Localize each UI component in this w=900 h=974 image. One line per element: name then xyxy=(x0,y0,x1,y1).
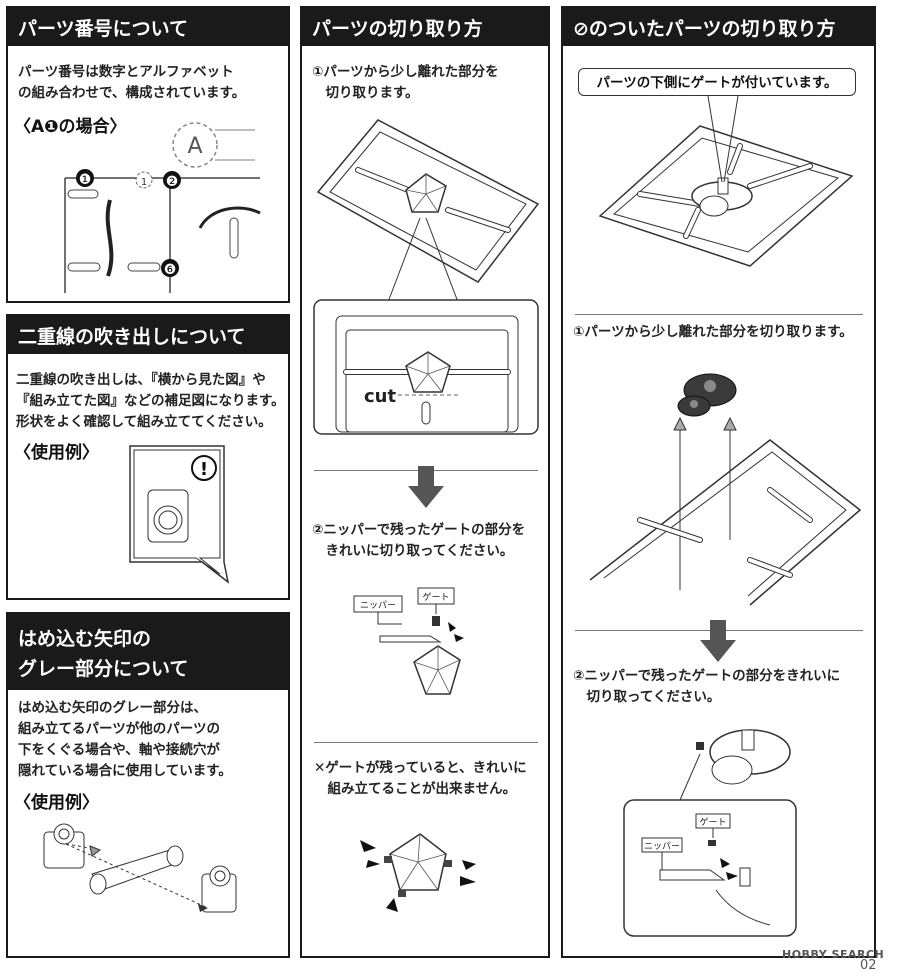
marked-nipper-figure: ゲート ニッパー xyxy=(623,729,797,937)
runner-letter-label: A xyxy=(187,134,202,159)
cut-divider-2 xyxy=(314,742,538,743)
double-line-bubble-figure: ! xyxy=(129,445,230,584)
gate-label: ゲート xyxy=(422,591,449,603)
down-arrow-2 xyxy=(700,620,736,662)
panel-gray-arrow: はめ込む矢印の グレー部分について xyxy=(6,612,290,958)
runner-num-2: ❷ xyxy=(166,174,179,190)
cut-step1-line1: ①パーツから少し離れた部分を xyxy=(312,64,499,80)
panel-how-to-cut-title: パーツの切り取り方 xyxy=(302,8,548,46)
gray-arrow-body-line4: 隠れている場合に使用しています。 xyxy=(18,763,232,779)
gate-underside-callout: パーツの下側にゲートが付いています。 xyxy=(578,68,856,96)
runner-cut-figure: cut xyxy=(313,119,540,435)
marked-divider-1 xyxy=(575,314,863,315)
runner-num-small-1: 1 xyxy=(141,177,147,188)
nipper-label: ニッパー xyxy=(360,600,396,611)
gray-arrow-example-label: 〈使用例〉 xyxy=(14,793,99,813)
part-numbers-body-line2: の組み合わせで、構成されています。 xyxy=(18,85,246,101)
panel-marked-parts-cut-title: ⊘のついたパーツの切り取り方 xyxy=(563,8,874,46)
marked-runner-figure xyxy=(598,96,854,267)
cut-label: cut xyxy=(364,386,396,407)
gray-arrow-body-line1: はめ込む矢印のグレー部分は、 xyxy=(18,700,207,716)
marked-part-lift-figure xyxy=(589,373,862,606)
cut-step2-line2: きれいに切り取ってください。 xyxy=(312,543,514,559)
marked-step2-line2: 切り取ってください。 xyxy=(573,689,721,705)
bubble-example-label: 〈使用例〉 xyxy=(14,443,99,463)
bad-gate-figure xyxy=(360,833,476,912)
panel-part-numbers-title: パーツ番号について xyxy=(8,8,288,46)
runner-num-1: ❶ xyxy=(79,172,92,188)
cut-step2-line1: ②ニッパーで残ったゲートの部分を xyxy=(312,522,526,538)
cut-warning-line2: 組み立てることが出来ません。 xyxy=(314,781,517,797)
marked-gate-label: ゲート xyxy=(699,816,726,828)
bubble-body-line3: 形状をよく確認して組み立ててください。 xyxy=(16,414,272,430)
nipper-gate-figure: ニッパー ゲート xyxy=(353,587,464,695)
marked-step2-line1: ②ニッパーで残ったゲートの部分をきれいに xyxy=(573,668,841,684)
bubble-body-line2: 『組み立てた図』などの補足図になります。 xyxy=(16,393,285,409)
bubble-body-line1: 二重線の吹き出しは、『横から見た図』や xyxy=(16,372,266,388)
part-numbers-case-label: 〈A❶の場合〉 xyxy=(14,117,127,137)
panel-part-numbers: パーツ番号について xyxy=(6,6,290,303)
gray-arrow-title-line1: はめ込む矢印の xyxy=(18,628,152,650)
cut-step1-line2: 切り取ります。 xyxy=(312,85,419,101)
gray-arrow-title-line2: グレー部分について xyxy=(18,658,189,680)
panel-gray-arrow-title: はめ込む矢印の グレー部分について xyxy=(8,614,288,690)
gray-arrow-body-line2: 組み立てるパーツが他のパーツの xyxy=(18,721,220,737)
cut-warning-line1: ✕ゲートが残っていると、きれいに xyxy=(314,760,527,776)
page-number: 02 xyxy=(860,958,877,973)
marked-step1: ①パーツから少し離れた部分を切り取ります。 xyxy=(573,324,853,340)
marked-nipper-label: ニッパー xyxy=(644,841,680,852)
gray-arrow-figure xyxy=(43,823,237,913)
bubble-exclamation: ! xyxy=(200,459,208,480)
hobby-search-watermark: HOBBY SEARCH xyxy=(782,948,885,961)
runner-number-figure: A ❶ 1 ❷ ❻ xyxy=(64,122,261,293)
runner-num-6: ❻ xyxy=(164,262,177,278)
gray-arrow-body-line3: 下をくぐる場合や、軸や接続穴が xyxy=(18,742,220,758)
down-arrow-1 xyxy=(408,466,444,508)
panel-double-line-bubble-title: 二重線の吹き出しについて xyxy=(8,316,288,354)
part-numbers-body-line1: パーツ番号は数字とアルファベット xyxy=(18,64,234,80)
